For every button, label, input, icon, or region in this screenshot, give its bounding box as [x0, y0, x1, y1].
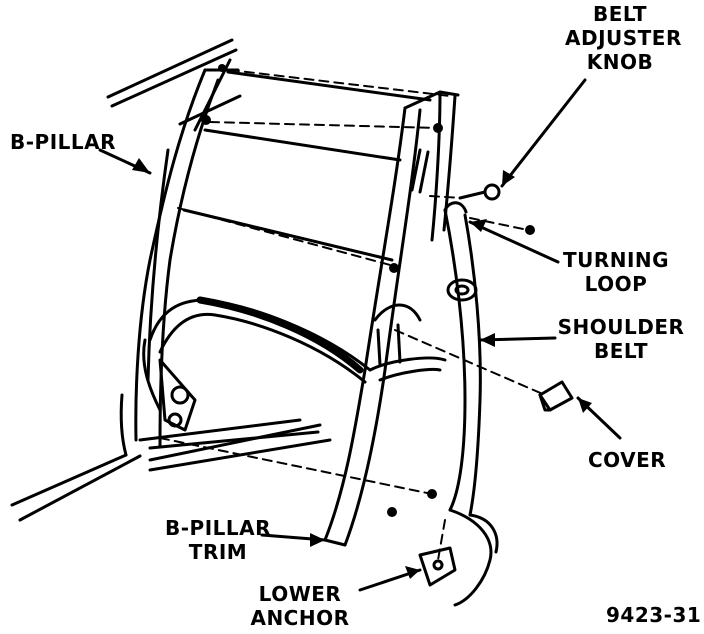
floor-lines: [138, 418, 320, 450]
belt-adjuster-leader: [500, 78, 587, 188]
label-line: COVER: [588, 448, 667, 472]
fasteners: [201, 64, 535, 517]
label-shoulder-belt: SHOULDER BELT: [556, 315, 686, 363]
label-line: ANCHOR: [250, 606, 350, 630]
belt-adjuster-knob-part: [458, 183, 501, 201]
label-line: B-PILLAR: [10, 130, 117, 154]
label-line: LOWER: [258, 582, 342, 606]
projection-lines: [159, 69, 546, 561]
label-lower-anchor: LOWER ANCHOR: [245, 582, 355, 630]
figure-number: 9423-31: [606, 603, 702, 627]
arrow-heads: [132, 158, 592, 579]
label-line: TURNING: [562, 248, 670, 272]
label-line: ADJUSTER: [565, 26, 682, 50]
label-line: SHOULDER: [557, 315, 685, 339]
label-line: LOOP: [584, 272, 648, 296]
retractor-assembly: [142, 296, 372, 432]
label-line: 9423-31: [606, 603, 702, 627]
label-turning-loop: TURNING LOOP: [560, 248, 672, 296]
label-line: BELT: [594, 339, 648, 363]
label-line: BELT: [593, 2, 647, 26]
leader-arrows: [98, 78, 622, 592]
lower-anchor-bracket: [418, 546, 457, 587]
label-cover: COVER: [588, 448, 666, 472]
turning-loop-leader: [468, 220, 560, 264]
label-line: B-PILLAR: [165, 516, 272, 540]
cover-part: [538, 380, 574, 412]
label-b-pillar-trim: B-PILLAR TRIM: [165, 516, 271, 564]
shoulder-belt-strap: [443, 201, 499, 607]
label-line: KNOB: [586, 50, 654, 74]
panel-outline: [182, 70, 432, 262]
label-line: TRIM: [188, 540, 248, 564]
label-belt-adjuster-knob: BELT ADJUSTER KNOB: [565, 2, 682, 74]
label-b-pillar: B-PILLAR: [10, 130, 116, 154]
roof-rail: [106, 38, 242, 126]
b-pillar-body: [10, 58, 332, 522]
